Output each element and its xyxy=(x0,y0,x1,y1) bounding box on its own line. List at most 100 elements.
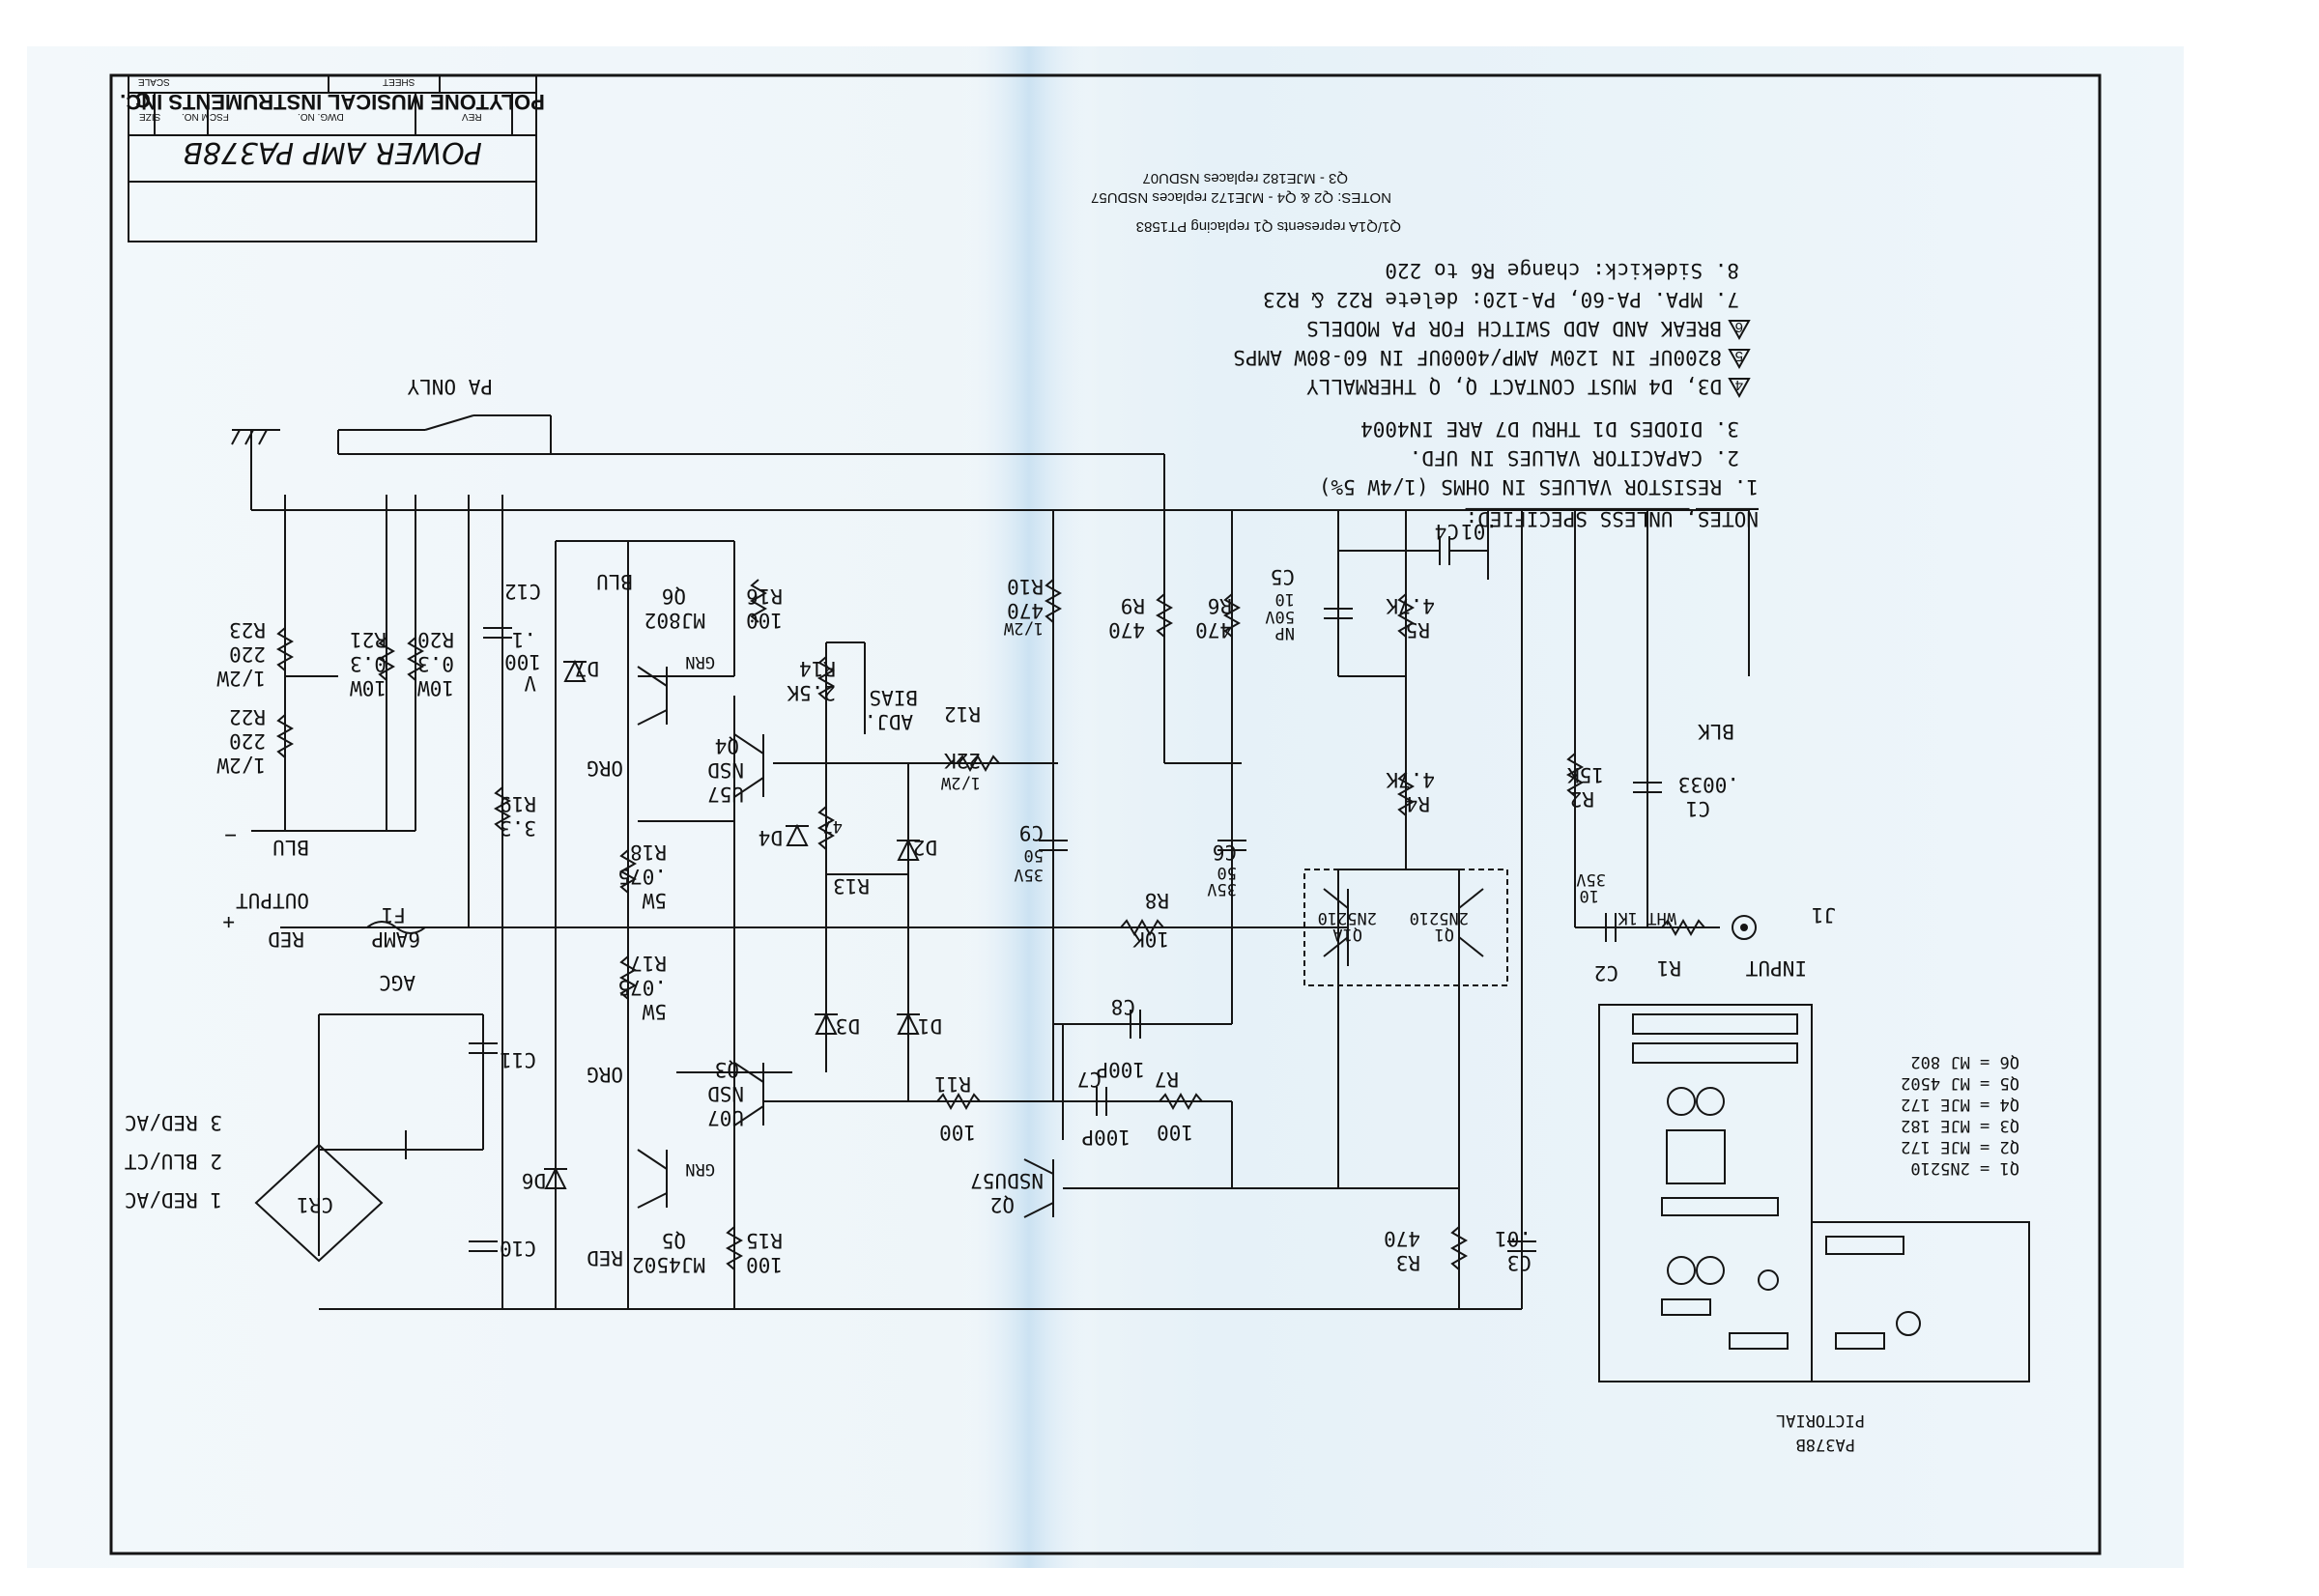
title-block: POLYTONE MUSICAL INSTRUMENTS INC. POWER … xyxy=(120,74,545,242)
label-f1-val: 6AMP xyxy=(371,927,420,951)
label-bias: BIAS xyxy=(869,686,918,709)
label-r20-w: 10W xyxy=(417,676,454,699)
label-q2: Q2 xyxy=(990,1193,1015,1216)
book-fold xyxy=(957,46,1102,1568)
label-c2: C2 xyxy=(1594,961,1618,984)
resistor-r1 xyxy=(1661,918,1705,937)
label-c6-val: 50 xyxy=(1217,863,1237,882)
label-out-plus: + xyxy=(222,911,235,934)
label-pa-only: PA ONLY xyxy=(407,375,493,398)
label-r2-val: 15K xyxy=(1567,763,1604,786)
resistor-r6 xyxy=(1222,593,1242,638)
resistor-r3 xyxy=(1449,1226,1469,1270)
label-r17-w: 5W xyxy=(642,1000,667,1023)
note-6: BREAK AND ADD SWITCH FOR PA MODELS xyxy=(1306,317,1722,340)
note-extra-3: Q3 - MJE182 replaces NSDU07 xyxy=(1142,170,1348,186)
label-r15: R15 xyxy=(746,1229,783,1252)
diode-d6 xyxy=(544,1166,567,1189)
label-c9-v: 35V xyxy=(1014,865,1044,884)
fscm-label: FSCM NO. xyxy=(182,111,229,122)
resistor-r20 xyxy=(406,637,425,681)
size-value: C xyxy=(135,88,151,112)
label-c11: C11 xyxy=(500,1048,536,1071)
resistor-r18 xyxy=(618,849,638,894)
svg-text:5: 5 xyxy=(1735,348,1743,364)
label-r3-val: 470 xyxy=(1384,1227,1420,1250)
label-r23-val: 220 xyxy=(229,642,266,666)
label-org-q6: ORG xyxy=(587,756,623,780)
label-q4: Q4 xyxy=(715,734,739,757)
resistor-r5 xyxy=(1396,593,1416,638)
note-6-mark: 6 xyxy=(1728,319,1751,341)
label-r19-val: 3.3 xyxy=(500,816,536,840)
label-r7-val: 100 xyxy=(1157,1121,1193,1144)
label-c5: C5 xyxy=(1271,565,1295,588)
resistor-r8 xyxy=(1120,918,1164,937)
label-q3-type1: NSD xyxy=(707,1082,744,1105)
label-c1: C1 xyxy=(1686,797,1710,820)
diode-d2 xyxy=(897,838,920,861)
capacitor-c3 xyxy=(1507,1240,1536,1252)
label-c8-val: 100P xyxy=(1096,1058,1145,1081)
note-4: D3, D4 MUST CONTACT Q, Q THERMALLY xyxy=(1306,375,1722,398)
label-r11-val: 100 xyxy=(939,1121,976,1144)
label-blu: BLU xyxy=(596,570,633,593)
label-q3-type2: U07 xyxy=(707,1106,744,1129)
label-r10-w: 1/2W xyxy=(1003,618,1044,638)
label-r20-val: 0.3 xyxy=(417,652,454,675)
label-r3: R3 xyxy=(1396,1251,1420,1274)
label-q5-type: MJ4502 xyxy=(632,1253,705,1276)
label-out-minus: − xyxy=(224,824,237,847)
label-r18-w: 5W xyxy=(642,889,667,912)
label-q5: Q5 xyxy=(662,1229,686,1252)
note-8: 8. Sidekick: change R6 to 220 xyxy=(1385,259,1739,282)
label-c7-val: 100P xyxy=(1081,1126,1131,1149)
label-c5-np: NP xyxy=(1275,623,1295,642)
label-c3-val: .01 xyxy=(1495,1227,1532,1250)
label-q1-type: 2N5210 xyxy=(1410,908,1469,927)
capacitor-c7 xyxy=(1096,1087,1107,1116)
resistor-r17 xyxy=(618,955,638,1000)
model-title: POWER AMP PA378B xyxy=(183,135,482,169)
label-input: INPUT xyxy=(1745,956,1807,980)
resistor-r21 xyxy=(377,637,396,681)
transistor-q6: Q6 = MJ 802 xyxy=(1910,1052,2019,1071)
label-f1-type: AGC xyxy=(379,971,415,994)
label-c9-val: 50 xyxy=(1024,845,1044,865)
label-r16: R16 xyxy=(746,584,783,608)
label-r11: R11 xyxy=(934,1072,971,1096)
label-ac3: 3 RED/AC xyxy=(125,1111,222,1134)
label-c12-u: V xyxy=(524,671,536,695)
resistor-r22 xyxy=(275,714,295,758)
transistor-q3: Q3 = MJE 182 xyxy=(1901,1116,2019,1135)
label-c12-val: .1 xyxy=(512,628,536,651)
sheet-label: SHEET xyxy=(383,76,415,87)
label-c3: C3 xyxy=(1507,1251,1532,1274)
label-out-blu: BLU xyxy=(272,836,309,859)
resistor-r10 xyxy=(1044,579,1063,623)
wiring xyxy=(251,414,1750,1310)
label-q4-type1: NSD xyxy=(707,758,744,782)
bridge-rectifier-cr1 xyxy=(254,1143,384,1263)
transistor-q5: Q5 = MJ 4502 xyxy=(1901,1073,2019,1093)
label-r12: R12 xyxy=(944,702,981,726)
label-r10: R10 xyxy=(1007,575,1044,598)
transistor-q1a-symbol xyxy=(1323,888,1349,957)
resistor-r15 xyxy=(725,1226,744,1270)
transistor-q4-symbol xyxy=(733,733,764,798)
resistor-r9 xyxy=(1155,593,1174,638)
label-d4: D4 xyxy=(759,826,783,849)
label-adj: ADJ. xyxy=(864,710,913,733)
label-c4-val: .01 xyxy=(1461,520,1498,543)
dwg-label: DWG. NO. xyxy=(298,111,344,122)
resistor-r13 xyxy=(816,806,836,850)
label-c4: C4 xyxy=(1435,520,1459,543)
diode-d7 xyxy=(563,659,587,682)
resistor-r23 xyxy=(275,627,295,671)
label-r8: R8 xyxy=(1145,889,1169,912)
component-symbols xyxy=(254,536,1757,1270)
label-f1: F1 xyxy=(382,903,406,926)
capacitor-c5 xyxy=(1324,608,1353,619)
label-c2-val: 10 xyxy=(1580,886,1599,905)
resistor-r2 xyxy=(1565,753,1585,797)
